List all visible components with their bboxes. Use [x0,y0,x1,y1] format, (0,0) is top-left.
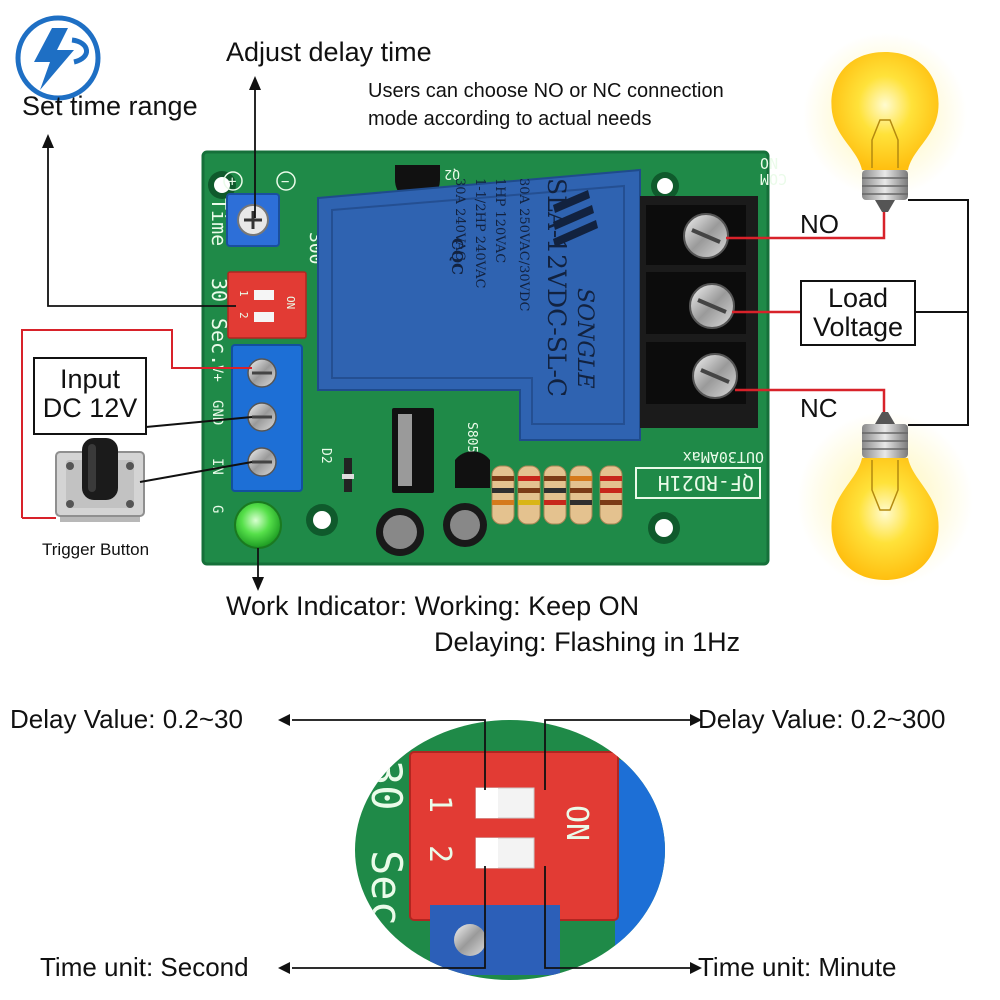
model-code: QF-RD21H [658,471,754,495]
relay-cqc: CQC [448,238,466,275]
relay-rating2: 1HP 120VAC [492,178,507,263]
mode-note-line1: Users can choose NO or NC connection [368,80,724,102]
no-label: NO [800,209,839,239]
silk-g: G [209,505,225,513]
dip-switch-zoom: 1 2 ON 30 Sec [355,720,665,980]
work-indicator-led [234,501,282,549]
load-voltage-line2: Voltage [812,312,904,343]
silk-out-rating: OUT30AMax [683,448,764,466]
silk-minus: − [281,174,289,190]
silk-d2: D2 [318,448,333,464]
dip-on-small: ON [284,296,297,309]
silk-s8050: S8050 [464,422,479,461]
silk-no: NO [760,154,778,172]
zoom-dip-on: ON [559,805,594,841]
time-unit-minute-label: Time unit: Minute [698,952,897,982]
relay-rating1: 30A 250VAC/30VDC [516,178,531,311]
delay-value-right-label: Delay Value: 0.2~300 [698,704,946,734]
input-line2: DC 12V [42,393,138,424]
trigger-button-label: Trigger Button [42,540,150,559]
zoom-silk-sec: Sec [362,850,411,926]
silk-plus: + [228,174,236,190]
silk-30: 30 [207,278,231,302]
dip-2-small: 2 [237,312,250,319]
zoom-pointers [292,719,690,969]
potentiometer [226,193,280,247]
dip-switch: 1 2 ON [227,271,307,339]
delay-value-left-label: Delay Value: 0.2~30 [10,704,243,734]
relay-brand: SONGLE [572,288,597,389]
light-bulb-icon [797,412,973,588]
adjust-delay-label: Adjust delay time [226,37,432,67]
work-indicator-label: Work Indicator: Working: Keep ON [226,591,640,621]
light-bulb-icon [803,33,967,212]
zoom-dip-2: 2 [422,845,457,863]
silk-sec: Sec. [207,318,231,366]
zoom-silk-30: 30 [362,760,411,811]
load-voltage-box: Load Voltage [800,280,916,346]
relay-module-board: Time 30 Sec. 300 V+ GND IN G D2 Q2 S8050… [201,150,787,566]
tactile-button-icon [55,438,145,522]
lightning-logo-icon [15,15,101,101]
silk-q2: Q2 [444,166,460,181]
relay: SLA-12VDC-SL-C 30A 250VAC/30VDC 1HP 120V… [317,168,641,441]
mode-note-line2: mode according to actual needs [368,108,652,130]
silk-com: COM [760,170,787,188]
dip-1-small: 1 [237,290,250,297]
nc-label: NC [800,393,838,423]
input-box: Input DC 12V [33,357,147,435]
delaying-label: Delaying: Flashing in 1Hz [434,627,741,657]
resistor-array [491,465,623,525]
silk-in: IN [209,458,225,475]
silk-v: V+ [209,365,225,382]
load-voltage-line1: Load [827,283,889,313]
zoom-dip-1: 1 [422,795,457,813]
input-terminal-block [231,344,303,492]
wiring [21,76,969,591]
time-unit-second-label: Time unit: Second [40,952,249,982]
relay-rating4: 30A 240VAC [452,178,467,261]
relay-model: SLA-12VDC-SL-C [542,178,571,397]
input-line1: Input [59,364,121,394]
relay-rating3: 1-1/2HP 240VAC [472,178,487,289]
set-time-range-label: Set time range [22,91,198,121]
